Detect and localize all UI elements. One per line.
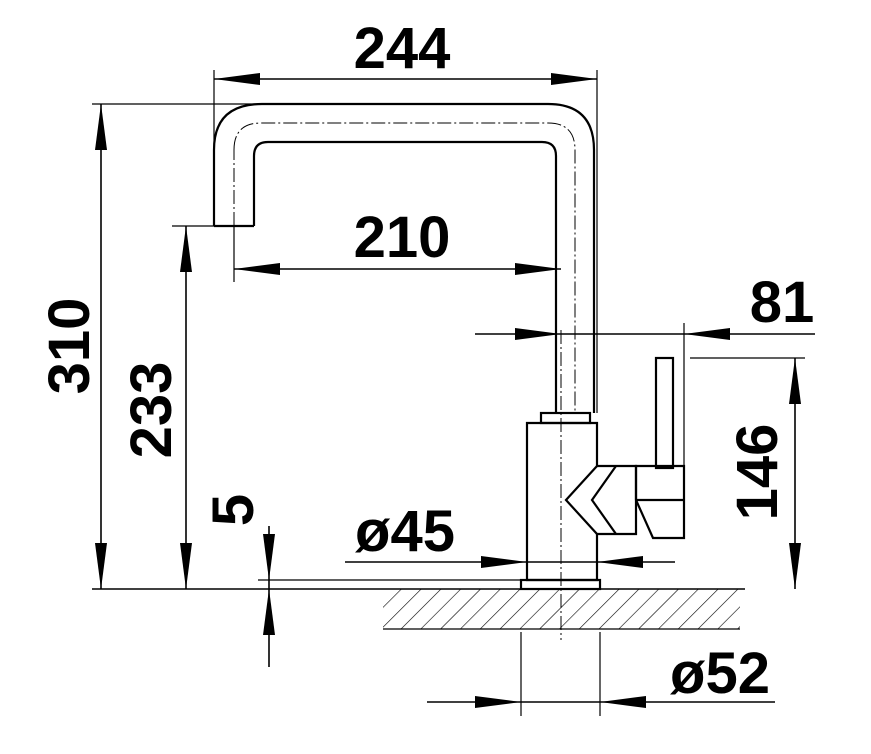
dim-210: 210 [233, 205, 561, 282]
dim-5: 5 [201, 494, 521, 667]
dim-146-label: 146 [725, 424, 790, 521]
dim-233: 233 [119, 225, 214, 589]
dim-o45-label: ø45 [355, 499, 455, 564]
faucet-body [212, 102, 686, 591]
dim-81-label: 81 [750, 270, 815, 335]
dim-o52-label: ø52 [670, 641, 770, 706]
dim-244: 244 [213, 16, 598, 413]
dim-310-label: 310 [37, 298, 102, 395]
dim-244-label: 244 [354, 16, 451, 81]
dim-146: 146 [690, 357, 805, 589]
dim-81: 81 [475, 270, 815, 466]
dim-310: 310 [37, 103, 262, 589]
dim-233-label: 233 [119, 362, 184, 459]
spout-centerline-arc [233, 122, 576, 413]
dim-o52: ø52 [427, 632, 775, 716]
dim-5-label: 5 [201, 494, 266, 526]
dim-210-label: 210 [354, 205, 451, 270]
dim-o45: ø45 [345, 499, 675, 568]
